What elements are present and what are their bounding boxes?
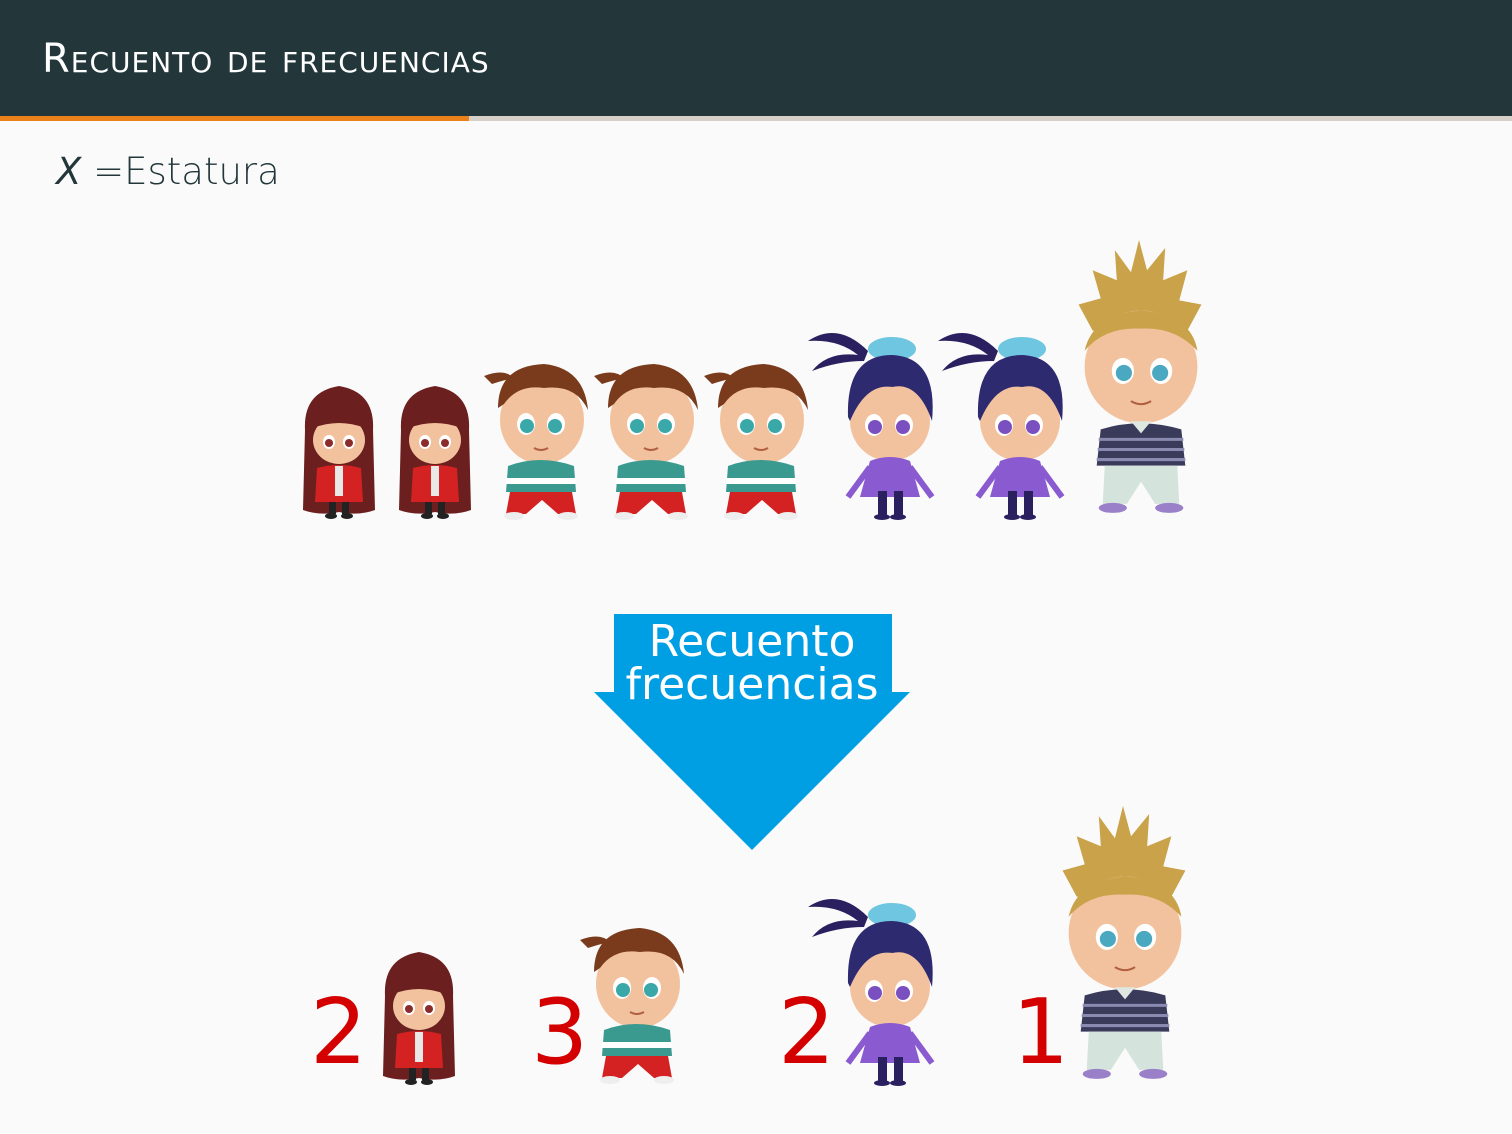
boy-brown-hair-figure (484, 354, 594, 524)
girl-red-dress-figure (378, 948, 460, 1088)
boy-brown-hair-figure (704, 354, 814, 524)
arrow-label-line1: Recuento (648, 616, 856, 667)
count-boy-brown-hair: 3 (531, 980, 589, 1085)
boy-blond-figure (1072, 240, 1208, 522)
variable-definition: X =Estatura (56, 150, 280, 193)
variable-equation: =Estatura (81, 150, 280, 193)
variable-symbol: X (56, 150, 82, 193)
down-arrow-icon (594, 614, 910, 850)
girl-ponytail-figure (808, 886, 938, 1088)
boy-brown-hair-figure (580, 918, 690, 1088)
girl-red-dress-figure (394, 382, 476, 522)
slide-title: Recuento de frecuencias (42, 36, 490, 82)
girl-ponytail-figure (808, 320, 938, 522)
progress-track (0, 116, 1512, 121)
arrow-label-line2: frecuencias (625, 659, 879, 710)
count-girl-red-dress: 2 (310, 980, 368, 1085)
boy-blond-figure (1056, 806, 1192, 1088)
slide-header: Recuento de frecuencias (0, 0, 1512, 116)
progress-bar (0, 116, 469, 121)
count-girl-ponytail: 2 (778, 980, 836, 1085)
girl-ponytail-figure (938, 320, 1068, 522)
girl-red-dress-figure (298, 382, 380, 522)
boy-brown-hair-figure (594, 354, 704, 524)
count-boy-blond: 1 (1012, 980, 1070, 1085)
